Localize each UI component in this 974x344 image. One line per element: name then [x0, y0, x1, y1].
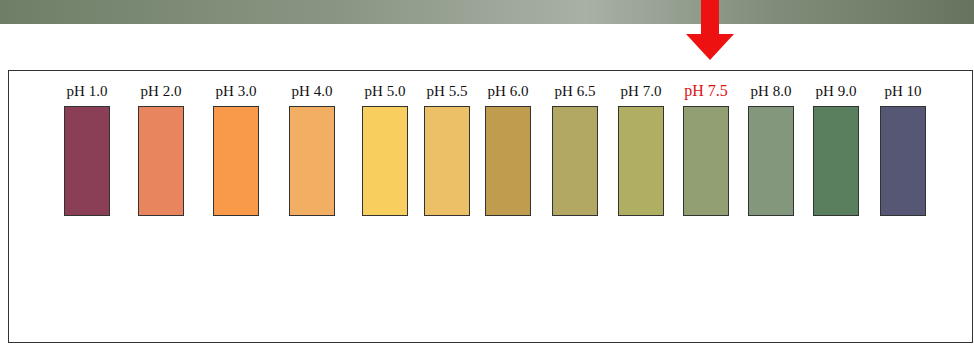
color-block	[813, 106, 859, 216]
ph-swatch: pH 7.0	[618, 82, 664, 216]
color-block	[138, 106, 184, 216]
ph-swatch: pH 6.0	[485, 82, 531, 216]
color-block	[683, 106, 729, 216]
ph-swatch: pH 1.0	[64, 82, 110, 216]
ph-label: pH 7.5	[684, 82, 728, 100]
ph-label: pH 5.0	[365, 82, 406, 100]
ph-swatch: pH 5.5	[424, 82, 470, 216]
color-block	[362, 106, 408, 216]
ph-swatch: pH 3.0	[213, 82, 259, 216]
chart-frame	[9, 71, 973, 343]
color-block	[424, 106, 470, 216]
ph-label: pH 2.0	[141, 82, 182, 100]
ph-label: pH 9.0	[816, 82, 857, 100]
ph-swatch: pH 6.5	[552, 82, 598, 216]
ph-label: pH 6.5	[555, 82, 596, 100]
color-block	[618, 106, 664, 216]
ph-label: pH 7.0	[621, 82, 662, 100]
ph-swatch: pH 4.0	[289, 82, 335, 216]
color-block	[213, 106, 259, 216]
color-block	[748, 106, 794, 216]
ph-swatch: pH 7.5	[683, 82, 729, 216]
color-block	[64, 106, 110, 216]
ph-label: pH 6.0	[488, 82, 529, 100]
ph-label: pH 4.0	[292, 82, 333, 100]
ph-label: pH 1.0	[67, 82, 108, 100]
ph-swatch: pH 2.0	[138, 82, 184, 216]
photo-strip	[0, 0, 974, 24]
color-block	[289, 106, 335, 216]
ph-label: pH 8.0	[751, 82, 792, 100]
color-block	[552, 106, 598, 216]
ph-swatch: pH 10	[880, 82, 926, 216]
ph-swatch: pH 5.0	[362, 82, 408, 216]
color-block	[485, 106, 531, 216]
pointer-arrow	[686, 0, 734, 60]
ph-swatch: pH 8.0	[748, 82, 794, 216]
ph-label: pH 10	[884, 82, 921, 100]
ph-swatch: pH 9.0	[813, 82, 859, 216]
ph-label: pH 3.0	[216, 82, 257, 100]
color-block	[880, 106, 926, 216]
ph-label: pH 5.5	[427, 82, 468, 100]
